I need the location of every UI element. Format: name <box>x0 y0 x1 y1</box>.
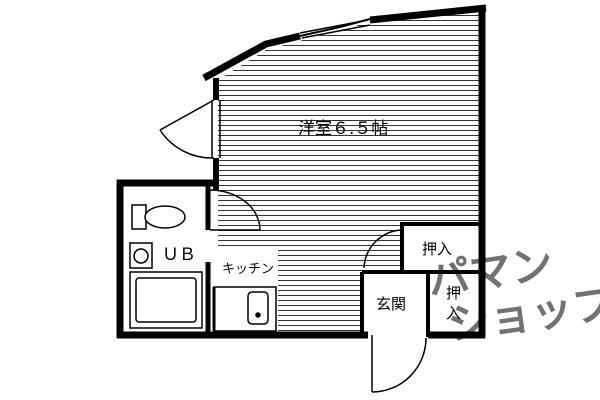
left-door-swing <box>159 99 215 159</box>
walls <box>116 4 487 339</box>
western-room-label: 洋室６.５帖 <box>298 119 388 139</box>
left-window <box>211 100 221 158</box>
entrance-label: 玄関 <box>376 295 406 313</box>
kitchen-sink <box>247 291 269 325</box>
closet-upper-label: 押入 <box>422 240 452 258</box>
unit-bath-fixtures <box>129 204 203 329</box>
kitchen-label: キッチン <box>222 262 274 277</box>
inner-door-swing <box>363 229 401 269</box>
toilet-tank <box>131 204 147 230</box>
entrance-door-swing <box>371 335 427 393</box>
closet-lower-label-2: 入 <box>446 304 461 322</box>
unit-bath-label: ＵＢ <box>162 245 196 265</box>
toilet-bowl <box>144 205 186 229</box>
bath-door-swing <box>209 189 261 231</box>
kitchen-fixtures <box>212 286 277 332</box>
sink-basin <box>133 248 149 264</box>
closet-lower-label-1: 押 <box>446 284 461 302</box>
